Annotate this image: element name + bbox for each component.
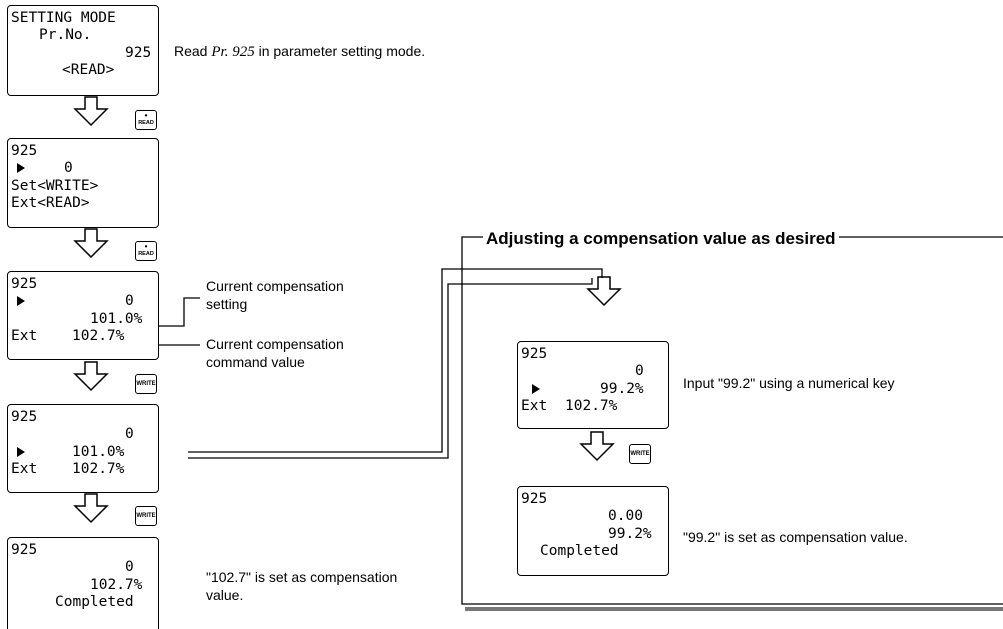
write-key-button[interactable]: WRITE	[135, 506, 157, 526]
dot-icon: •	[144, 242, 148, 251]
lcd-completed-102: 925 0 102.7% Completed	[7, 537, 159, 629]
note-input-99: Input "99.2" using a numerical key	[683, 375, 895, 391]
lcd-line: 0	[635, 363, 644, 379]
route-line-outer	[188, 268, 603, 453]
down-arrow-6	[579, 431, 615, 462]
lcd-line: Ext	[521, 398, 548, 414]
lcd-adjust-entry: 925 0 101.0% Ext 102.7%	[7, 404, 159, 493]
note-compensation-setting: Current compensation setting	[206, 277, 344, 313]
lcd-line: Completed	[540, 543, 619, 559]
lcd-line: <READ>	[62, 62, 115, 78]
lcd-input-99: 925 0 99.2% Ext 102.7%	[517, 341, 669, 429]
down-arrow-5	[586, 276, 622, 307]
down-arrow-1	[73, 96, 109, 127]
dot-icon: •	[144, 111, 148, 120]
note-text: value.	[206, 587, 244, 603]
note-102-set: "102.7" is set as compensation value.	[206, 568, 397, 604]
lcd-line: 101.0%	[72, 444, 125, 460]
key-label: WRITE	[136, 513, 156, 519]
lcd-line: 0.00	[608, 508, 643, 524]
note-text: Current compensation	[206, 336, 344, 352]
read-key-button[interactable]: • READ	[135, 110, 157, 130]
param-number: Pr. 925	[211, 44, 255, 60]
lcd-line: Ext	[11, 328, 38, 344]
key-label: READ	[138, 120, 154, 126]
lcd-setting-mode: SETTING MODE Pr.No. 925 <READ>	[7, 5, 159, 96]
lcd-line: 0	[125, 426, 134, 442]
read-key-button[interactable]: • READ	[135, 241, 157, 261]
lcd-line: 102.7%	[72, 461, 125, 477]
note-99-set: "99.2" is set as compensation value.	[683, 529, 908, 545]
lcd-line: 101.0%	[90, 311, 143, 327]
lcd-completed-99: 925 0.00 99.2% Completed	[517, 486, 669, 576]
route-line-inner	[188, 278, 593, 459]
cursor-arrow-icon	[17, 447, 25, 457]
lcd-line: 925	[521, 346, 548, 362]
lcd-line: Completed	[55, 594, 134, 610]
lcd-line: Ext	[11, 461, 38, 477]
note-text: "102.7" is set as compensation	[206, 569, 398, 585]
write-key-button[interactable]: WRITE	[629, 444, 651, 464]
lcd-line: Ext<READ>	[11, 195, 90, 211]
lcd-line: 925	[521, 491, 548, 507]
lcd-line: 925	[11, 409, 38, 425]
note-text: Current compensation	[206, 278, 344, 294]
cursor-arrow-icon	[17, 296, 25, 306]
lcd-line: Set<WRITE>	[11, 178, 99, 194]
cursor-arrow-icon	[532, 384, 540, 394]
lcd-line: 0	[64, 160, 73, 176]
note-text: in parameter setting mode.	[254, 43, 426, 59]
note-read-param: Read Pr. 925 in parameter setting mode.	[174, 42, 425, 61]
down-arrow-2	[73, 228, 109, 259]
lcd-line: SETTING MODE	[11, 10, 116, 26]
lcd-line: 925	[125, 45, 152, 61]
key-label: WRITE	[630, 451, 650, 457]
lcd-line: 0	[125, 559, 134, 575]
lcd-current-compensation: 925 0 101.0% Ext 102.7%	[7, 271, 159, 360]
cursor-arrow-icon	[17, 163, 25, 173]
lcd-line: 925	[11, 542, 38, 558]
key-label: READ	[138, 251, 154, 257]
note-compensation-command: Current compensation command value	[206, 335, 344, 371]
lcd-param-925-read: 925 0 Set<WRITE> Ext<READ>	[7, 138, 159, 228]
lcd-line: 102.7%	[72, 328, 125, 344]
callout-setting-line	[158, 297, 200, 327]
lcd-line: 925	[11, 276, 38, 292]
note-text: setting	[206, 296, 248, 312]
note-text: Read	[174, 43, 212, 59]
down-arrow-3	[73, 361, 109, 392]
lcd-line: 925	[11, 143, 38, 159]
lcd-line: Pr.No.	[39, 27, 92, 43]
note-text: command value	[206, 354, 305, 370]
lcd-line: 0	[125, 293, 134, 309]
key-label: WRITE	[136, 381, 156, 387]
lcd-line: 99.2%	[608, 526, 652, 542]
write-key-button[interactable]: WRITE	[135, 374, 157, 394]
down-arrow-4	[73, 493, 109, 524]
adjust-frame-title: Adjusting a compensation value as desire…	[483, 229, 839, 249]
lcd-line: 102.7%	[90, 577, 143, 593]
lcd-line: 99.2%	[600, 381, 644, 397]
lcd-line: 102.7%	[565, 398, 618, 414]
